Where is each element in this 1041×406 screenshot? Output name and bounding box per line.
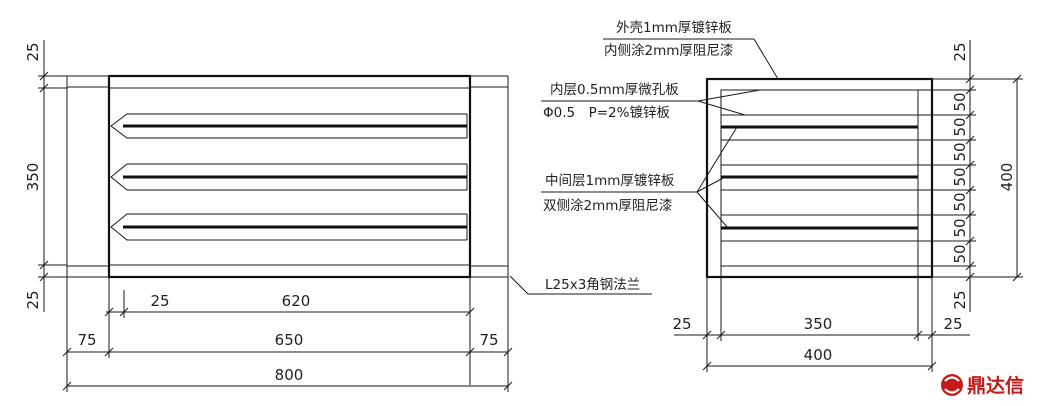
dim-sec-50-2: 50 xyxy=(951,117,969,136)
ddx-logo-icon xyxy=(941,374,963,396)
dim-sec-400-width: 400 xyxy=(804,346,833,364)
dim-sec-50-7: 50 xyxy=(951,244,969,263)
note-outer-line1: 外壳1mm厚镀锌板 xyxy=(616,19,732,36)
side-vertical-dims: 25 350 25 xyxy=(24,40,109,312)
dim-inner-25: 25 xyxy=(150,292,169,310)
dim-sec-right-25: 25 xyxy=(943,315,962,333)
side-outer-box xyxy=(107,74,472,279)
section-vertical-dims: 25 50 50 50 50 50 50 50 25 400 xyxy=(918,40,1023,312)
section-view: 外壳1mm厚镀锌板 内侧涂2mm厚阻尼漆 内层0.5mm厚微孔板 Φ0.5 P=… xyxy=(541,19,1023,372)
flange-callout: L25x3角钢法兰 xyxy=(509,275,652,295)
dim-sec-50-1: 50 xyxy=(951,92,969,111)
dim-sec-left-25: 25 xyxy=(672,315,691,333)
dim-top-25: 25 xyxy=(24,42,42,61)
dim-800: 800 xyxy=(275,366,304,384)
note-middle-line1: 中间层1mm厚镀锌板 xyxy=(545,172,675,189)
section-outer-box xyxy=(705,77,934,279)
dim-right-75: 75 xyxy=(479,331,498,349)
splitter-1 xyxy=(110,113,468,139)
note-middle-line2: 双侧涂2mm厚阻尼漆 xyxy=(543,198,672,214)
dim-350: 350 xyxy=(24,163,42,192)
flange-label: L25x3角钢法兰 xyxy=(545,277,640,293)
note-outer-line2: 内侧涂2mm厚阻尼漆 xyxy=(604,43,733,59)
dim-sec-bottom-25: 25 xyxy=(951,290,969,309)
dim-sec-50-5: 50 xyxy=(951,192,969,211)
inner-layer-callout: 内层0.5mm厚微孔板 Φ0.5 P=2%镀锌板 xyxy=(541,82,761,121)
dim-sec-50-6: 50 xyxy=(951,218,969,237)
dim-sec-50-3: 50 xyxy=(951,142,969,161)
outer-casing-callout: 外壳1mm厚镀锌板 内侧涂2mm厚阻尼漆 xyxy=(603,19,779,80)
dim-sec-top-25: 25 xyxy=(951,42,969,61)
splitter-2 xyxy=(110,163,468,191)
dim-sec-350: 350 xyxy=(804,315,833,333)
dim-sec-50-4: 50 xyxy=(951,167,969,186)
note-inner-line1: 内层0.5mm厚微孔板 xyxy=(550,82,679,98)
section-horizontal-dims: 25 350 25 400 xyxy=(672,266,970,372)
note-inner-line2: Φ0.5 P=2%镀锌板 xyxy=(543,104,670,121)
dim-650: 650 xyxy=(275,331,304,349)
dim-bottom-25: 25 xyxy=(24,290,42,309)
side-view: 25 350 25 25 620 75 650 xyxy=(24,40,652,392)
dim-620: 620 xyxy=(282,292,311,310)
dim-sec-400-height: 400 xyxy=(998,163,1016,192)
brand-logo: 鼎达信 xyxy=(941,374,1024,397)
middle-layer-callout: 中间层1mm厚镀锌板 双侧涂2mm厚阻尼漆 xyxy=(541,126,738,229)
dim-left-75: 75 xyxy=(77,331,96,349)
side-horizontal-dims: 25 620 75 650 75 800 xyxy=(62,277,513,392)
splitter-3 xyxy=(110,213,468,241)
logo-text: 鼎达信 xyxy=(967,374,1024,397)
